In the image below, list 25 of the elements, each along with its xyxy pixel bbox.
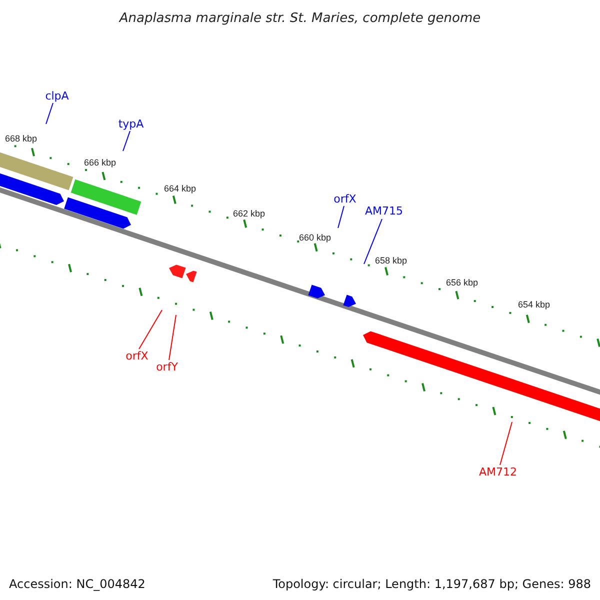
gene-label: AM715 [365, 206, 403, 216]
gene-label: AM712 [479, 466, 517, 478]
leader-line [364, 218, 382, 264]
genome-info-text: Topology: circular; Length: 1,197,687 bp; Genes: 988 [272, 576, 591, 593]
gene-label: orfX [126, 350, 148, 362]
scale-label: 660 kbp [298, 234, 332, 242]
gene-label: orfY [156, 362, 178, 372]
scale-label: 668 kbp [4, 134, 38, 144]
gene-label: orfX [334, 194, 356, 204]
accession-text: Accession: NC_004842 [9, 576, 146, 593]
leader-line [138, 310, 162, 350]
leader-line [122, 130, 130, 152]
scale-label: 662 kbp [232, 210, 266, 218]
leader-line [46, 102, 54, 124]
scale-label: 654 kbp [518, 300, 550, 310]
title: Anaplasma marginale str. St. Maries, complete genome [118, 10, 482, 28]
gene-label: typA [118, 118, 144, 130]
scale-label: 656 kbp [446, 278, 478, 288]
leader-line [500, 422, 512, 466]
scale-label: 664 kbp [164, 184, 196, 194]
scale-label: 658 kbp [374, 256, 408, 266]
leader-line [168, 314, 176, 360]
gene-label: clpA [45, 90, 69, 102]
leader-line [338, 206, 344, 228]
scale-label: 666 kbp [84, 158, 116, 168]
